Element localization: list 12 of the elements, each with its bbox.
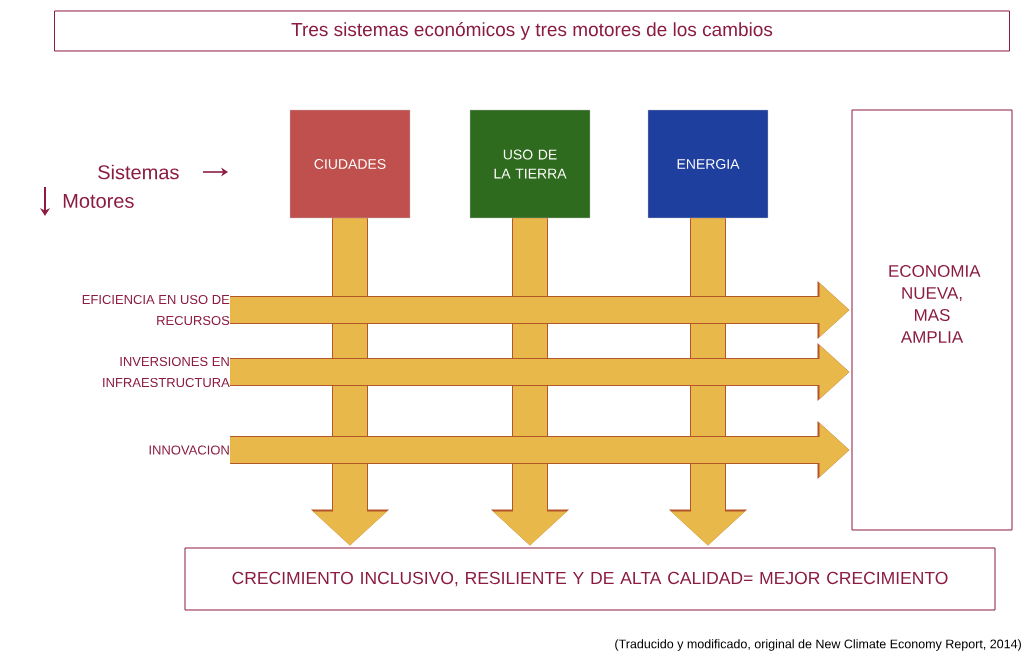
title-box: Tres sistemas económicos y tres motores de los cambios	[54, 10, 1010, 52]
result-box: ECONOMIA NUEVA, MAS AMPLIA	[851, 109, 1013, 531]
system-box: CIUDADES	[289, 109, 411, 219]
driver-label: INVERSIONES EN INFRAESTRUCTURA	[103, 356, 230, 388]
driver-label: EFICIENCIA EN USO DE RECURSOS	[82, 294, 230, 326]
driver-label: INNOVACION	[149, 445, 229, 455]
system-box: ENERGIA	[647, 109, 769, 219]
result-box: CRECIMIENTO INCLUSIVO, RESILIENTE Y DE ALTA CALIDAD= MEJOR CRECIMIENTO	[184, 547, 996, 611]
axis-label: Sistemas	[98, 164, 179, 180]
axis-label: Motores	[63, 194, 134, 208]
system-box: USO DE LA TIERRA	[469, 109, 591, 219]
source-note: (Traducido y modificado, original de New Climate Economy Report, 2014)	[615, 639, 1021, 651]
